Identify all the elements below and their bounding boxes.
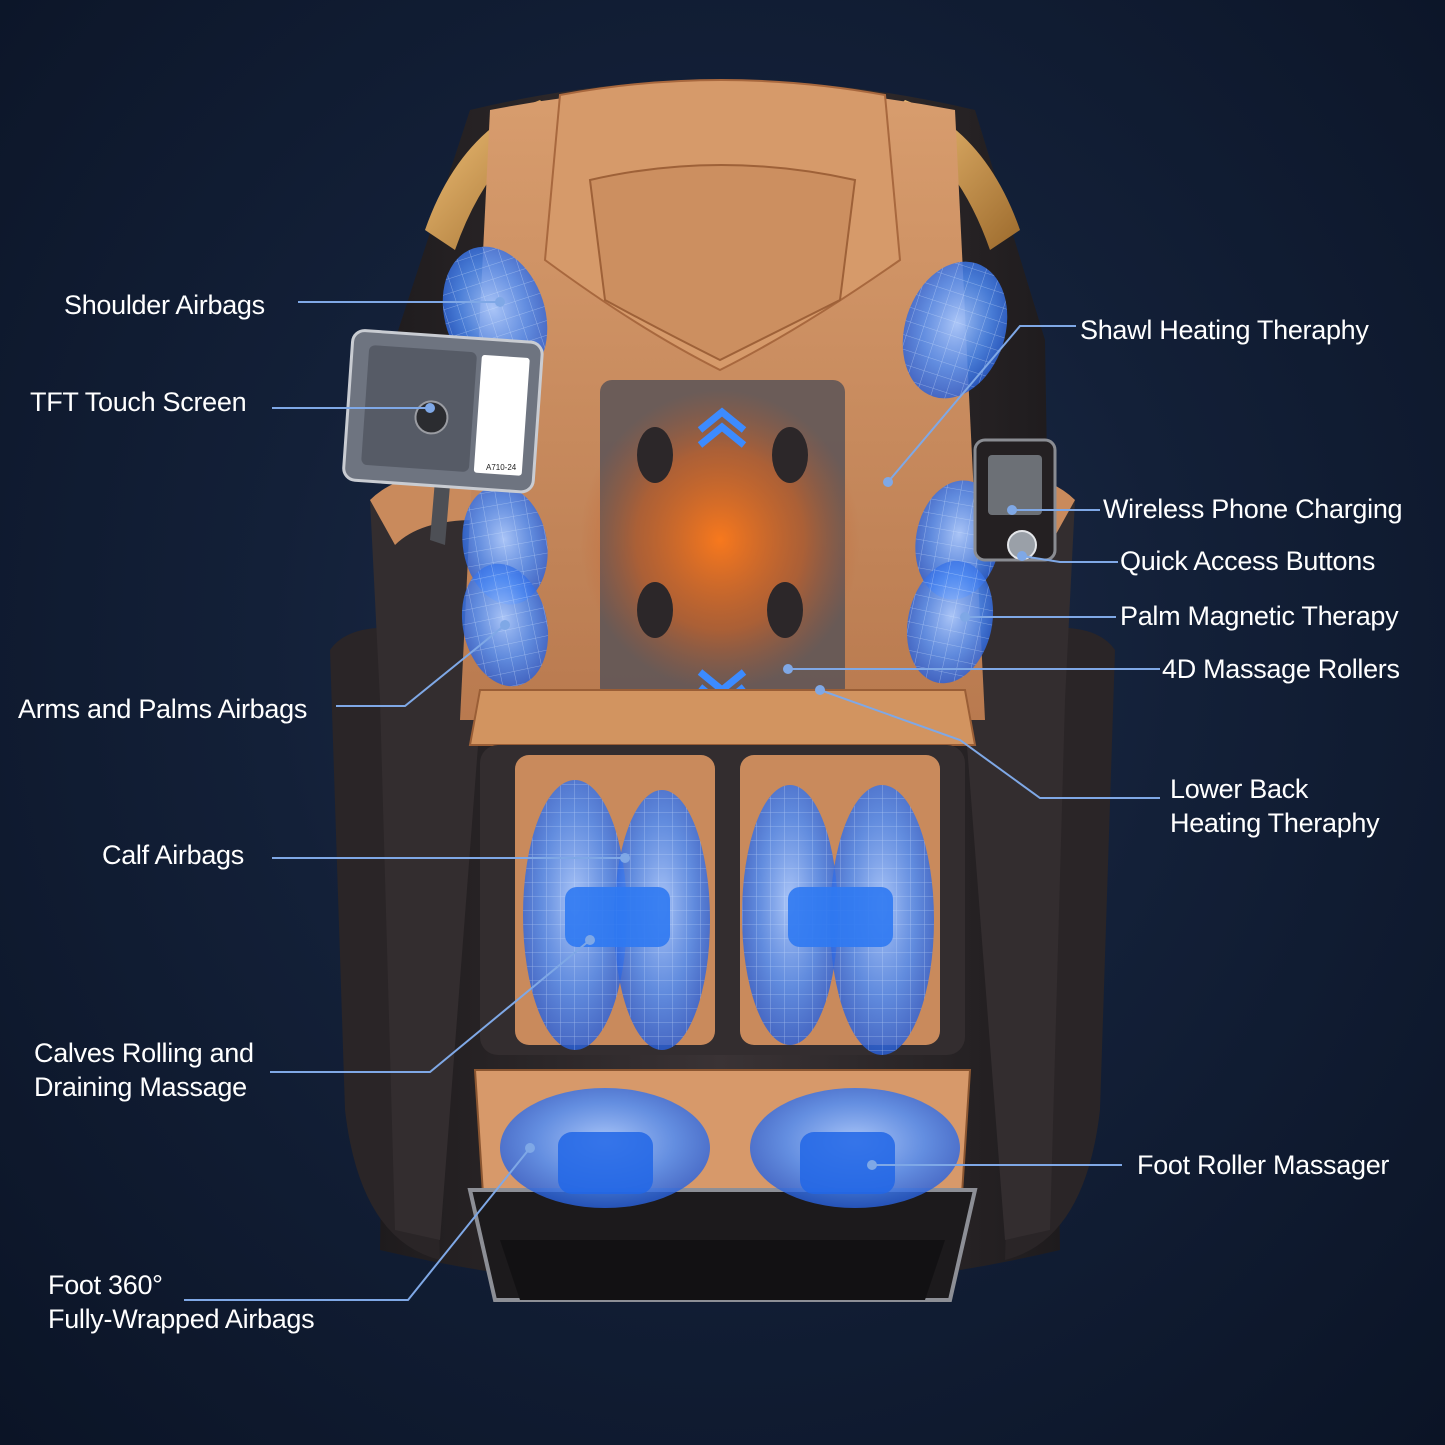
roller-top-left <box>637 427 673 483</box>
callout-lines <box>184 301 1160 1301</box>
foot-roller-right <box>800 1132 895 1194</box>
shoulder-airbags-dot <box>495 297 505 307</box>
headrest-pad <box>588 164 857 362</box>
quick-access-leader <box>1021 555 1118 563</box>
lower-back-dot <box>815 685 825 695</box>
label-foot-roller: Foot Roller Massager <box>1137 1148 1389 1182</box>
label-line: Calves Rolling and <box>34 1038 254 1068</box>
palm-magnetic-dot <box>960 612 970 622</box>
arm-airbag-right-lower-grid <box>906 560 994 684</box>
label-quick-access: Quick Access Buttons <box>1120 544 1375 578</box>
label-line: Calf Airbags <box>102 840 244 870</box>
shawl-heating-dot <box>883 477 893 487</box>
label-line: Foot 360° <box>48 1270 163 1300</box>
airbag-group <box>442 246 1008 1208</box>
label-line: TFT Touch Screen <box>30 387 247 417</box>
foot-airbags-leader <box>184 1147 531 1301</box>
screen-model-tag: A710-24 <box>486 463 517 472</box>
foot-rest-base-front <box>500 1240 945 1300</box>
label-tft-touch-screen: TFT Touch Screen <box>30 385 247 419</box>
label-line: Wireless Phone Charging <box>1103 494 1403 524</box>
massage-rollers-dot <box>783 664 793 674</box>
up-chevrons <box>697 407 747 448</box>
label-wireless-charging: Wireless Phone Charging <box>1103 492 1403 526</box>
right-armrest <box>965 470 1075 1240</box>
roller-bottom-left <box>637 582 673 638</box>
seat <box>468 689 977 746</box>
foot-roller-dot <box>867 1160 877 1170</box>
calves-rolling-leader <box>270 939 591 1073</box>
label-line: 4D Massage Rollers <box>1162 654 1400 684</box>
tft-touch-screen[interactable] <box>342 329 544 494</box>
shawl-heating-leader <box>887 325 1076 483</box>
label-line: Foot Roller Massager <box>1137 1150 1390 1180</box>
foot-roller-left <box>558 1132 653 1194</box>
label-line: Palm Magnetic Therapy <box>1120 601 1399 631</box>
label-calf-airbags: Calf Airbags <box>102 838 244 872</box>
arms-palms-dot <box>500 620 510 630</box>
label-line: Heating Theraphy <box>1170 808 1380 838</box>
roller-top-right <box>772 427 808 483</box>
foot-airbags-dot <box>525 1143 535 1153</box>
label-line: Arms and Palms Airbags <box>18 694 308 724</box>
heat-zone <box>580 390 860 690</box>
lower-back-leader <box>819 689 1160 799</box>
label-foot-airbags: Foot 360° Fully-Wrapped Airbags <box>48 1268 315 1336</box>
label-line: Draining Massage <box>34 1072 247 1102</box>
arms-palms-leader <box>336 624 506 707</box>
label-line: Shawl Heating Theraphy <box>1080 315 1369 345</box>
label-shoulder-airbags: Shoulder Airbags <box>64 288 265 322</box>
label-line: Shoulder Airbags <box>64 290 265 320</box>
calf-roller-right <box>788 887 893 947</box>
left-armrest <box>370 470 480 1240</box>
charging-screen <box>988 455 1042 515</box>
calves-rolling-dot <box>585 935 595 945</box>
label-palm-magnetic: Palm Magnetic Therapy <box>1120 599 1399 633</box>
callout-dots <box>425 297 1027 1170</box>
label-shawl-heating: Shawl Heating Theraphy <box>1080 313 1369 347</box>
label-line: Quick Access Buttons <box>1120 546 1376 576</box>
label-massage-rollers: 4D Massage Rollers <box>1162 652 1400 686</box>
tft-screen-dot <box>425 403 435 413</box>
calf-roller-left <box>565 887 670 947</box>
shoulder-airbag-right-grid <box>902 261 1008 399</box>
roller-bottom-right <box>767 582 803 638</box>
label-arms-palms-airbags: Arms and Palms Airbags <box>18 692 307 726</box>
quick-access-dot <box>1017 551 1027 561</box>
label-line: Fully-Wrapped Airbags <box>48 1304 315 1334</box>
label-line: Lower Back <box>1170 774 1309 804</box>
calf-airbags-dot <box>620 853 630 863</box>
wireless-charging-dot <box>1007 505 1017 515</box>
